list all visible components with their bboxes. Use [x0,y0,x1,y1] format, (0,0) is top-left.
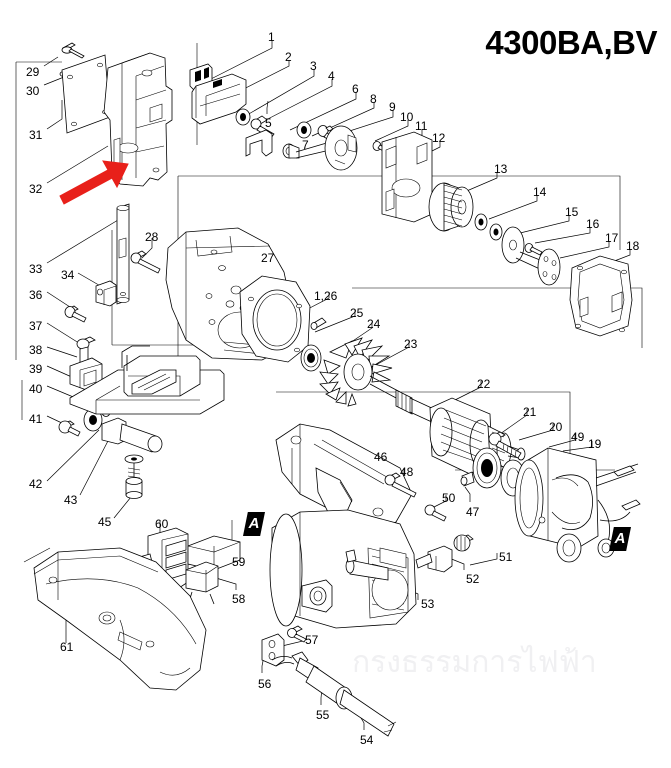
callout-number-56: 56 [258,677,272,691]
callout-number-43: 43 [64,493,78,507]
callout-number-6: 6 [352,82,359,96]
callout-number-52: 52 [466,572,480,586]
callout-number-58: 58 [232,592,246,606]
callout-number-42: 42 [29,477,43,491]
callout-number-54: 54 [360,733,374,747]
group-handle-housing [269,423,475,629]
callout-number-17: 17 [605,231,619,245]
callout-number-57: 57 [305,633,319,647]
callout-number-12: 12 [432,131,446,145]
callout-number-11: 11 [415,119,428,133]
callout-number-37: 37 [29,319,43,333]
callout-number-23: 23 [404,337,418,351]
leader-lines [43,40,631,730]
callout-number-21: 21 [523,405,537,419]
group-blade-holder [189,63,433,223]
callout-number-13: 13 [494,162,508,176]
section-marker-a: A [609,527,631,551]
callout-number-2: 2 [285,50,292,64]
callout-number-15: 15 [565,205,579,219]
gear-housing-body [103,52,173,187]
group-motor-housing [130,227,526,475]
callout-number-31: 31 [29,128,43,142]
callout-number-46: 46 [374,450,388,464]
callout-number-1-26: 1,26 [314,289,338,303]
callout-number-32: 32 [29,182,43,196]
callout-number-22: 22 [477,377,491,391]
callout-number-48: 48 [400,465,414,479]
callout-number-60: 60 [155,517,169,531]
group-guide-rod [58,203,163,499]
group-gear-shaft [428,182,633,337]
callout-number-34: 34 [61,268,75,282]
group-handle-cover [33,527,241,691]
callout-number-27: 27 [261,251,275,265]
callout-number-33: 33 [29,262,43,276]
callout-number-9: 9 [389,100,396,114]
callout-number-41: 41 [29,412,43,426]
callout-number-47: 47 [466,505,480,519]
callout-number-24: 24 [367,317,381,331]
watermark-text: กรงธรรมการไฟฟ้า [352,645,597,680]
callout-number-18: 18 [626,239,640,253]
callout-number-39: 39 [29,362,43,376]
red-pointer-arrow [59,160,129,205]
section-marker-a: A [243,512,265,536]
callout-number-14: 14 [533,185,547,199]
callout-number-7: 7 [302,138,309,152]
callout-number-51: 51 [499,550,513,564]
callout-number-10: 10 [400,110,414,124]
callout-number-29: 29 [26,65,40,79]
base-shoe-plate [69,345,225,415]
callout-number-49: 49 [571,430,585,444]
callout-number-16: 16 [586,217,600,231]
callout-number-36: 36 [29,288,43,302]
callout-number-28: 28 [145,230,159,244]
callout-number-59: 59 [232,555,246,569]
callout-number-38: 38 [29,343,43,357]
callout-number-25: 25 [350,306,364,320]
callout-number-40: 40 [29,382,43,396]
callout-number-5: 5 [265,116,272,130]
callout-number-1: 1 [268,30,275,44]
callout-number-4: 4 [328,69,335,83]
callout-number-50: 50 [442,491,456,505]
callout-number-8: 8 [370,92,377,106]
callout-number-3: 3 [310,59,317,73]
callout-number-20: 20 [549,420,563,434]
group-switch-cover [59,42,111,134]
callout-number-61: 61 [60,640,74,654]
callout-number-55: 55 [316,708,330,722]
callout-number-30: 30 [26,84,40,98]
callout-number-19: 19 [588,437,602,451]
callout-number-45: 45 [98,515,112,529]
page-title: 4300BA,BV [485,24,657,61]
callout-number-53: 53 [421,597,435,611]
